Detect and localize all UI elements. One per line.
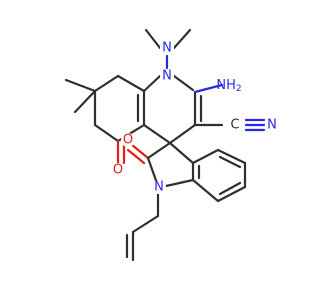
- bond-c3-c4: [168, 123, 197, 145]
- bond-c6-c7-double: [218, 181, 242, 196]
- atom-n-ring: N: [160, 69, 174, 84]
- atom-nitrile-n: N: [267, 118, 277, 133]
- atom-n-dimethylamino: N: [160, 41, 174, 56]
- bond-c7-c7a: [191, 178, 220, 203]
- bond-c4-c4a: [142, 123, 172, 145]
- bond-spiro-c3a: [168, 141, 195, 165]
- molecule-diagram: N N NH2 C N O O N: [64, 28, 277, 262]
- label-n-indole: N: [154, 180, 164, 195]
- bond-methyl-a: [144, 28, 162, 50]
- bond-lactam-o: [130, 143, 150, 160]
- atom-labels: N N NH2 C N O O N: [111, 41, 277, 195]
- bond-gem-methyl-a: [64, 78, 97, 93]
- bond-c6-c7: [216, 185, 247, 203]
- bond-amino: [193, 83, 224, 94]
- bond-n1-c7a: [164, 178, 195, 188]
- label-n-ring: N: [162, 69, 172, 84]
- bond-c6-c5: [93, 123, 120, 143]
- label-n-dimethylamino: N: [162, 41, 172, 56]
- bond-c4-c5-double: [218, 155, 242, 169]
- label-nitrile-c: C: [230, 118, 239, 133]
- bond-spiro-c2: [146, 141, 172, 160]
- bond-c4-c5: [216, 148, 247, 165]
- label-ketone-o: O: [113, 163, 123, 178]
- atom-lactam-o: O: [121, 133, 135, 148]
- bond-n1-c8a: [142, 74, 162, 93]
- bond-ch2-ch: [131, 214, 160, 234]
- bond-c8a-c8: [116, 74, 146, 93]
- bond-methyl-b: [172, 28, 192, 50]
- bond-c3a-c4: [191, 148, 220, 165]
- bonds: [64, 28, 266, 262]
- atom-nitrile-c: C: [230, 118, 239, 133]
- atom-n-indole: N: [152, 180, 166, 195]
- label-lactam-o: O: [123, 133, 133, 148]
- bond-c8-c7: [93, 74, 120, 93]
- label-nitrile-n: N: [267, 118, 277, 133]
- atom-amino: NH2: [216, 78, 241, 95]
- bond-lactam-o-double: [126, 148, 146, 165]
- bond-gem-methyl-b: [73, 89, 97, 114]
- structure-svg: N N NH2 C N O O N: [64, 28, 277, 262]
- label-amino: NH2: [216, 78, 241, 95]
- atom-ketone-o: O: [111, 163, 125, 178]
- bond-n1-c2: [172, 74, 195, 92]
